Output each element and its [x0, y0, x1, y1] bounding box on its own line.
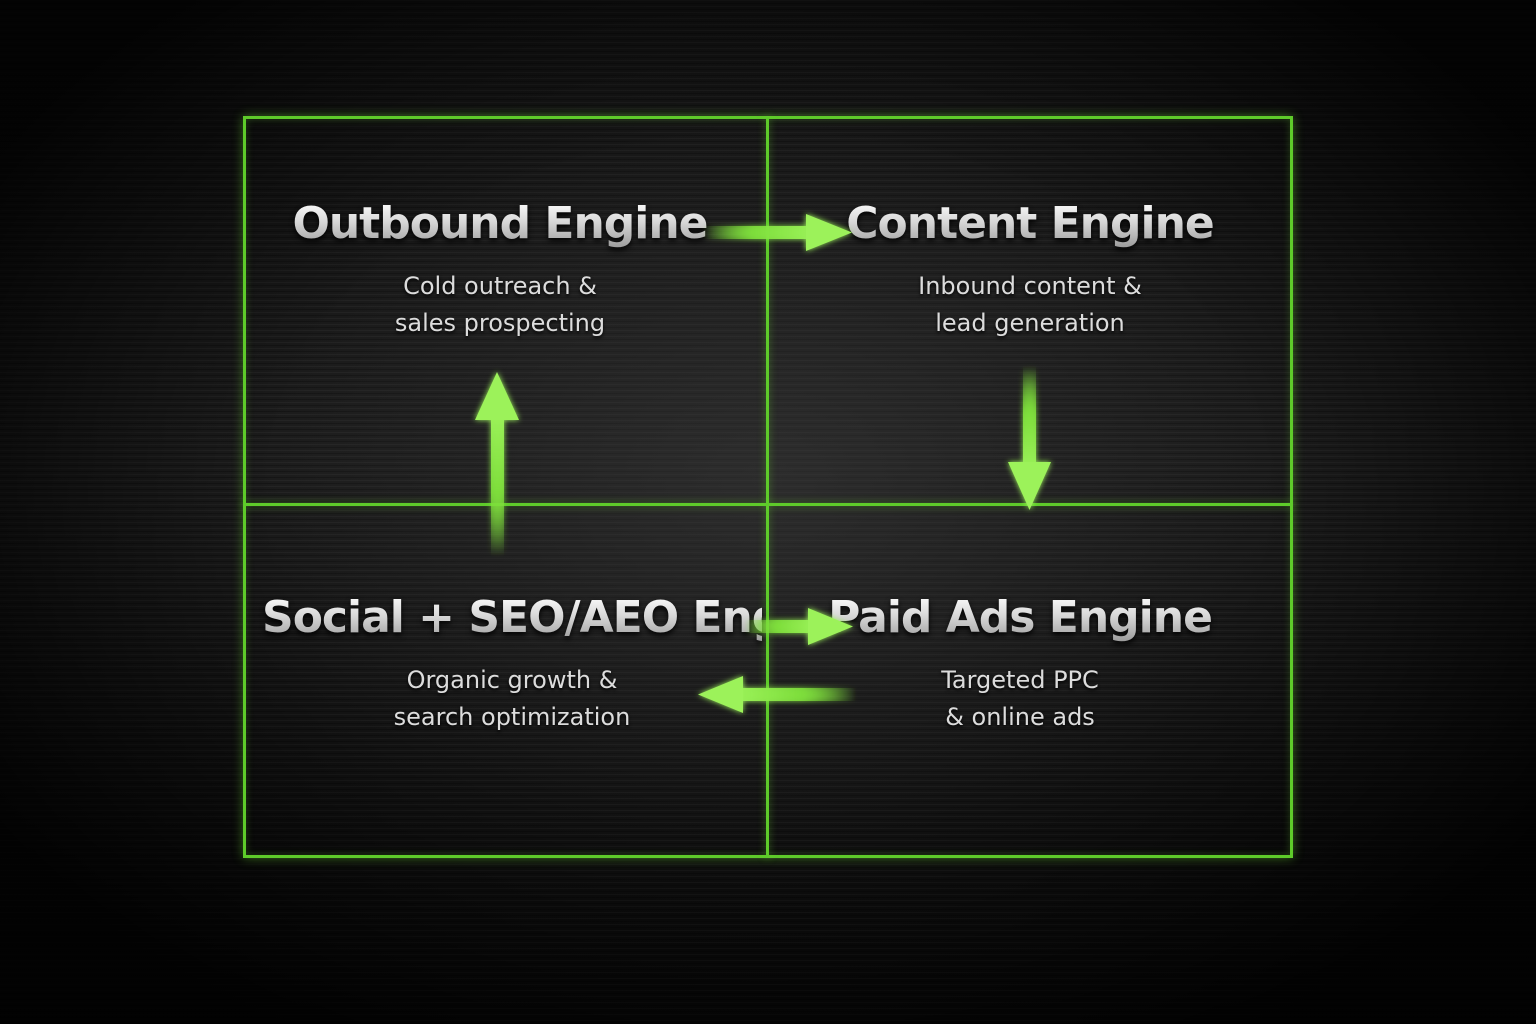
description-line: Targeted PPC: [941, 666, 1099, 695]
description-line: Cold outreach &: [403, 272, 597, 301]
description-line: search optimization: [393, 703, 631, 732]
description-line: lead generation: [935, 309, 1125, 338]
quadrant-description: Targeted PPC & online ads: [810, 662, 1230, 736]
quadrant-paid-ads-engine: Paid Ads Engine Targeted PPC & online ad…: [810, 593, 1230, 736]
grid-divider-horizontal: [243, 503, 1293, 506]
description-line: Organic growth &: [406, 666, 618, 695]
description-line: sales prospecting: [394, 309, 606, 338]
description-line: Inbound content &: [918, 272, 1142, 301]
quadrant-title: Outbound Engine: [290, 199, 710, 248]
grid-divider-vertical: [766, 116, 769, 858]
quadrant-description: Cold outreach & sales prospecting: [290, 268, 710, 342]
quadrant-title: Paid Ads Engine: [810, 593, 1230, 642]
quadrant-content-engine: Content Engine Inbound content & lead ge…: [820, 199, 1240, 342]
quadrant-description: Organic growth & search optimization: [262, 662, 762, 736]
quadrant-description: Inbound content & lead generation: [820, 268, 1240, 342]
description-line: & online ads: [945, 703, 1095, 732]
quadrant-social-seo-aeo-engine: Social + SEO/AEO Engine Organic growth &…: [262, 592, 857, 736]
quadrant-outbound-engine: Outbound Engine Cold outreach & sales pr…: [290, 199, 710, 342]
quadrant-title: Social + SEO/AEO Engine: [262, 592, 857, 643]
quadrant-title: Content Engine: [820, 199, 1240, 248]
